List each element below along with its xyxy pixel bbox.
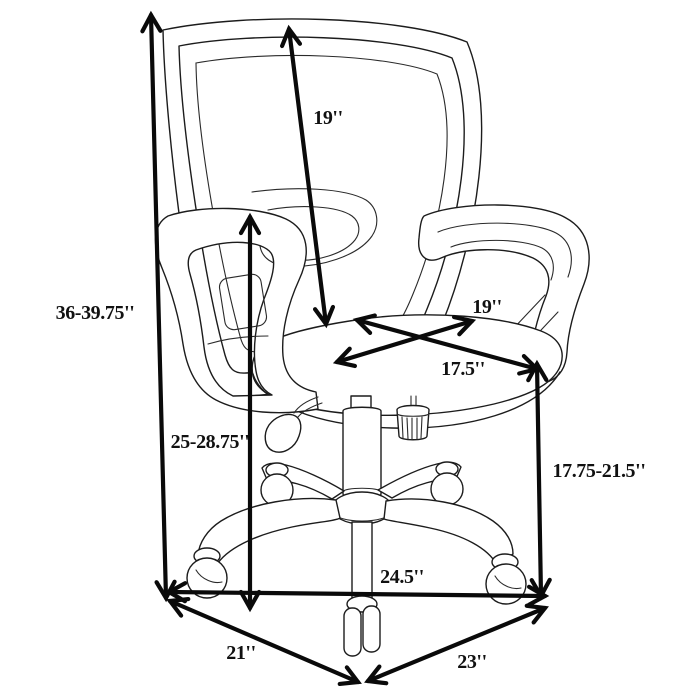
- right-armrest-inner-arc-2: [450, 239, 554, 281]
- dimension-arrows: [140, 10, 552, 687]
- dim-base-left-depth-label: 21'': [226, 642, 256, 664]
- dim-base-width-label: 24.5'': [380, 566, 424, 588]
- dim-seat-height-label: 17.75-21.5'': [553, 460, 646, 482]
- dim-seat-depth-label: 17.5'': [441, 358, 485, 380]
- dim-base-right-depth-label: 23'': [457, 651, 487, 673]
- dim-floor-to-arm-label: 25-28.75'': [171, 431, 250, 453]
- base-hub: [331, 491, 393, 525]
- dim-overall-height-arrow: [140, 10, 177, 603]
- caster-front-wheel-right: [362, 605, 381, 653]
- dim-back-height-arrow: [279, 24, 336, 329]
- base-leg-right: [383, 498, 514, 566]
- tilt-lever-rod: [293, 396, 323, 418]
- dimension-labels: 36-39.75'' 19'' 19'' 17.5'' 25-28.75'' 1…: [56, 107, 646, 673]
- right-armrest-inner-arc-1: [437, 222, 572, 278]
- dim-back-height-label: 19'': [313, 107, 343, 129]
- dim-overall-height-label: 36-39.75'': [56, 302, 135, 324]
- dim-seat-depth-arrow: [352, 313, 542, 376]
- dim-base-right-depth-arrow: [364, 603, 549, 686]
- tilt-lever-paddle: [264, 413, 302, 453]
- dim-base-width-arrow: [164, 581, 550, 607]
- gas-lift-cylinder: [342, 406, 382, 500]
- dim-base-left-depth-arrow: [166, 596, 362, 687]
- dim-seat-height-arrow: [526, 359, 552, 601]
- chair-illustration: [154, 18, 590, 657]
- dim-seat-width-label: 19'': [472, 296, 502, 318]
- chair-mechanism: [264, 395, 430, 500]
- caster-right-wheel: [485, 563, 527, 605]
- left-armrest-mesh-line: [207, 335, 269, 345]
- caster-front-wheel-left: [343, 607, 362, 657]
- base-front-column: [351, 521, 373, 604]
- adjustment-knob: [396, 395, 430, 441]
